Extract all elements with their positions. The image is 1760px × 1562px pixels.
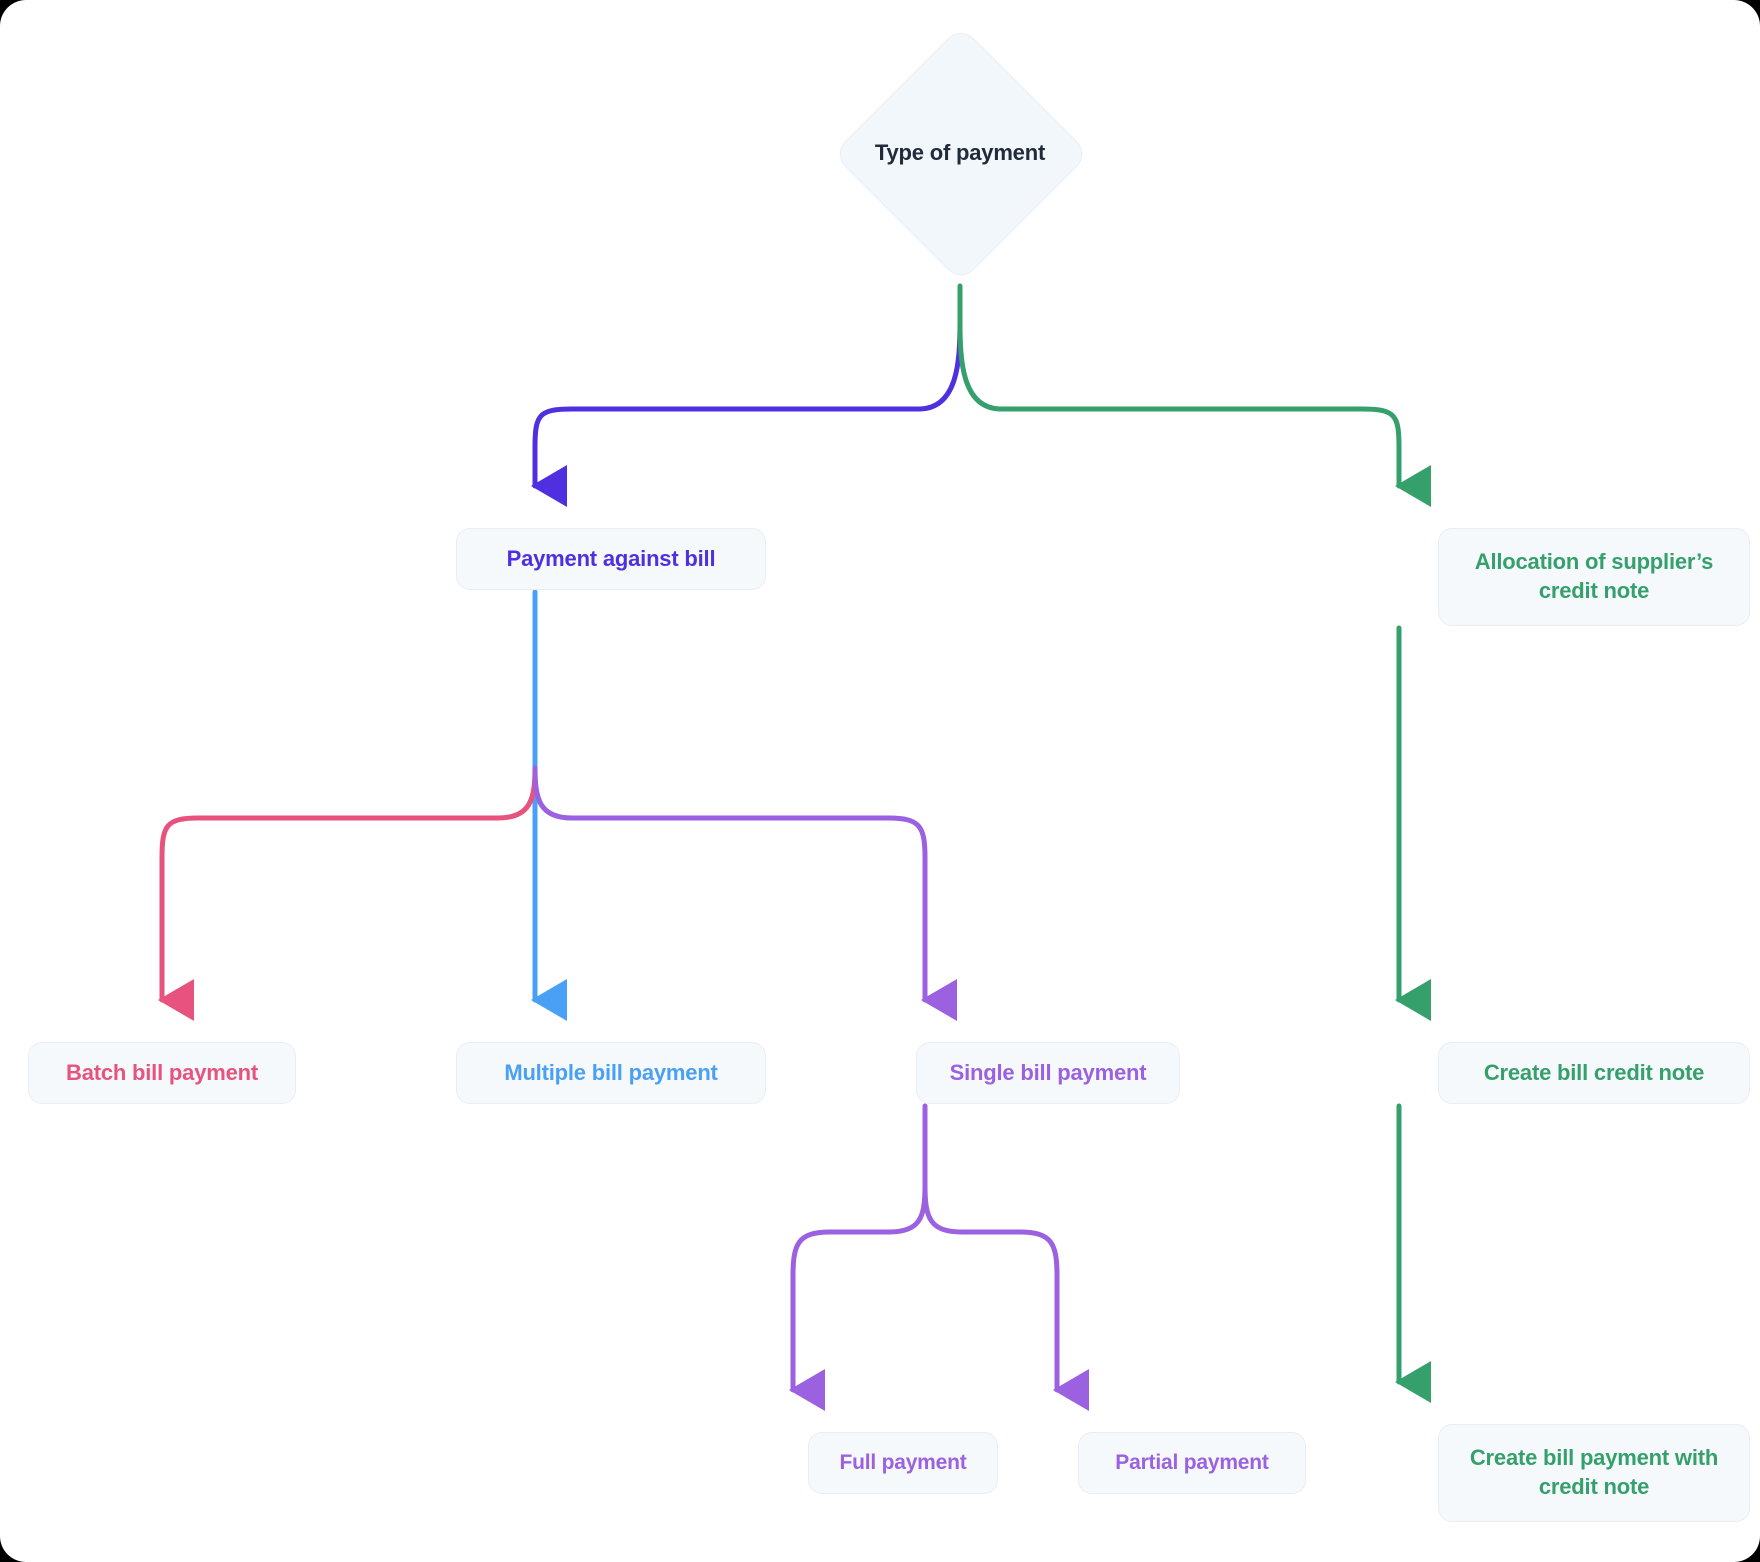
node-label-payment-against-bill: Payment against bill (506, 545, 716, 571)
node-label-create-bill-payment-with-credit-note: Create bill payment with credit note (1469, 1445, 1719, 1499)
node-single-bill-payment[interactable]: Single bill payment (916, 1042, 1180, 1104)
node-multiple-bill-payment[interactable]: Multiple bill payment (456, 1042, 766, 1104)
node-batch-bill-payment[interactable]: Batch bill payment (28, 1042, 296, 1104)
decision-label: Type of payment (874, 140, 1046, 165)
node-allocation-of-suppliers-credit-note[interactable]: Allocation of supplier’s credit note (1438, 528, 1750, 626)
node-create-bill-payment-with-credit-note[interactable]: Create bill payment with credit note (1438, 1424, 1750, 1522)
node-label-create-bill-credit-note: Create bill credit note (1483, 1059, 1705, 1085)
node-payment-against-bill[interactable]: Payment against bill (456, 528, 766, 590)
edge-decision-to-allocation-credit-note (957, 283, 1431, 507)
edge-decision-to-payment-against-bill (530, 320, 963, 507)
node-full-payment[interactable]: Full payment (808, 1432, 998, 1494)
edge-payment-against-bill-to-batch-bill-payment (157, 765, 538, 1021)
node-label-full-payment: Full payment (839, 1451, 967, 1475)
node-decision-type-of-payment[interactable]: Type of payment (832, 25, 1090, 283)
node-create-bill-credit-note[interactable]: Create bill credit note (1438, 1042, 1750, 1104)
node-label-single-bill-payment: Single bill payment (949, 1059, 1147, 1085)
edge-single-bill-payment-to-full-payment (788, 1103, 928, 1411)
node-partial-payment[interactable]: Partial payment (1078, 1432, 1306, 1494)
edge-single-bill-payment-to-partial-payment (922, 1183, 1089, 1411)
node-label-batch-bill-payment: Batch bill payment (66, 1059, 258, 1085)
node-label-partial-payment: Partial payment (1115, 1451, 1269, 1475)
node-label-multiple-bill-payment: Multiple bill payment (504, 1059, 718, 1085)
edge-payment-against-bill-to-single-bill-payment (532, 765, 957, 1021)
node-label-allocation-credit-note: Allocation of supplier’s credit note (1474, 549, 1714, 603)
